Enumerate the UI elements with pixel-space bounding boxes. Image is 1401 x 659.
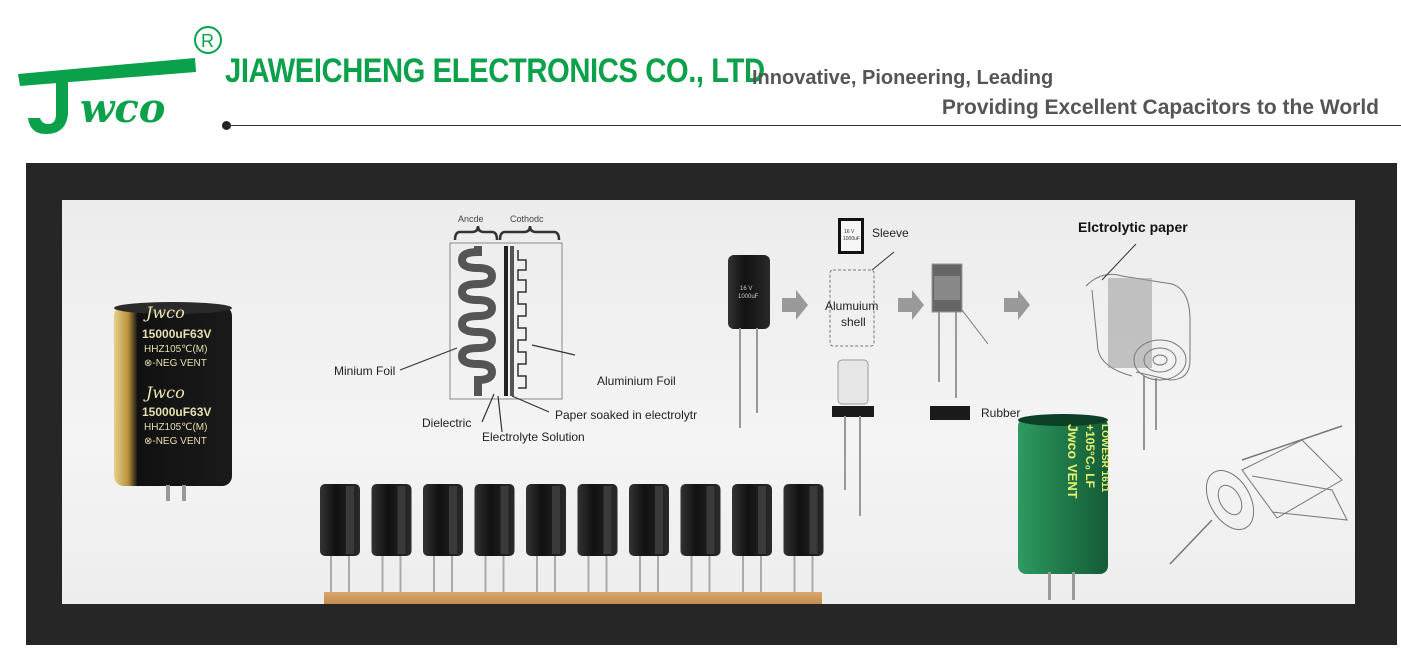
row-capacitor: [732, 484, 772, 592]
company-name: JIAWEICHENG ELECTRONICS CO., LTD: [225, 52, 765, 90]
row-capacitor: [423, 484, 463, 592]
svg-text:⊗-NEG VENT: ⊗-NEG VENT: [144, 358, 207, 369]
electrolytic-paper-drawing: [1085, 243, 1348, 565]
svg-text:16 V: 16 V: [844, 229, 855, 235]
svg-text:Jwco: Jwco: [143, 303, 185, 322]
row-capacitor: [629, 484, 669, 592]
row-capacitor: [371, 484, 412, 592]
svg-text:16 V: 16 V: [740, 286, 752, 292]
svg-text:VENT: VENT: [1065, 464, 1080, 499]
svg-text:Jwco: Jwco: [143, 383, 185, 402]
big-capacitor-image: Jwco 15000uF63V HHZ105℃(M) ⊗-NEG VENT Jw…: [114, 302, 232, 501]
svg-text:LOWESR 1611: LOWESR 1611: [1099, 424, 1110, 493]
dielectric-label: Dielectric: [422, 416, 472, 430]
minium-foil-label: Minium Foil: [334, 364, 396, 378]
svg-text:⊗-NEG VENT: ⊗-NEG VENT: [144, 436, 207, 447]
electrolytic-paper-label: Elctrolytic paper: [1078, 219, 1188, 235]
sleeve-label: Sleeve: [872, 226, 909, 240]
row-capacitor: [680, 484, 721, 592]
sleeve-image: 16 V 1000uF: [838, 218, 895, 271]
svg-text:15000uF63V: 15000uF63V: [142, 327, 211, 341]
small-capacitor-image: 16 V 1000uF: [728, 255, 770, 428]
rubber-label: Rubber: [981, 406, 1021, 420]
slogan-line-2: Providing Excellent Capacitors to the Wo…: [941, 96, 1379, 119]
foil-cross-section-diagram: [399, 225, 576, 433]
svg-text:Jwco: Jwco: [1065, 424, 1081, 459]
jwco-logo: wco R: [18, 26, 222, 134]
wound-element-image: [930, 263, 989, 420]
row-capacitor: [320, 484, 360, 592]
anode-label: Ancde: [458, 214, 484, 224]
svg-text:15000uF63V: 15000uF63V: [142, 405, 211, 419]
row-capacitor: [526, 484, 566, 592]
slogan-line-1: Innovative, Pioneering, Leading: [752, 67, 1054, 89]
electrolyte-solution-label: Electrolyte Solution: [482, 430, 585, 444]
capacitor-structure-panel: Jwco 15000uF63V HHZ105℃(M) ⊗-NEG VENT Jw…: [62, 200, 1355, 604]
svg-text:wco: wco: [80, 85, 165, 132]
svg-text:HHZ105℃(M): HHZ105℃(M): [144, 344, 207, 355]
row-capacitor: [783, 484, 824, 592]
cathode-label: Cothodc: [510, 214, 544, 224]
svg-text:1000uF: 1000uF: [843, 236, 860, 242]
capacitor-illustration: Jwco 15000uF63V HHZ105℃(M) ⊗-NEG VENT Jw…: [114, 218, 1348, 604]
paper-soaked-label: Paper soaked in electrolytr: [555, 408, 698, 422]
alumium-shell-label-2: shell: [841, 315, 866, 329]
capacitor-row-image: [320, 484, 824, 592]
row-capacitor: [577, 484, 618, 592]
header-rule: [226, 125, 1401, 126]
alumium-shell-label-1: Alumuium: [825, 299, 879, 313]
svg-text:1000uF: 1000uF: [738, 294, 759, 300]
svg-text:HHZ105℃(M): HHZ105℃(M): [144, 422, 207, 433]
aluminium-shell-image: [829, 269, 875, 516]
aluminium-foil-label: Aluminium Foil: [597, 374, 676, 388]
svg-text:R: R: [201, 31, 214, 51]
wood-board: [324, 592, 822, 604]
green-capacitor-image: Jwco VENT +105°C₀ LF LOWESR 1611: [1018, 414, 1110, 600]
row-capacitor: [474, 484, 515, 592]
page-header: wco R JIAWEICHENG ELECTRONICS CO., LTD I…: [0, 0, 1401, 150]
svg-text:+105°C₀ LF: +105°C₀ LF: [1083, 424, 1097, 488]
process-arrows: [782, 290, 1030, 320]
